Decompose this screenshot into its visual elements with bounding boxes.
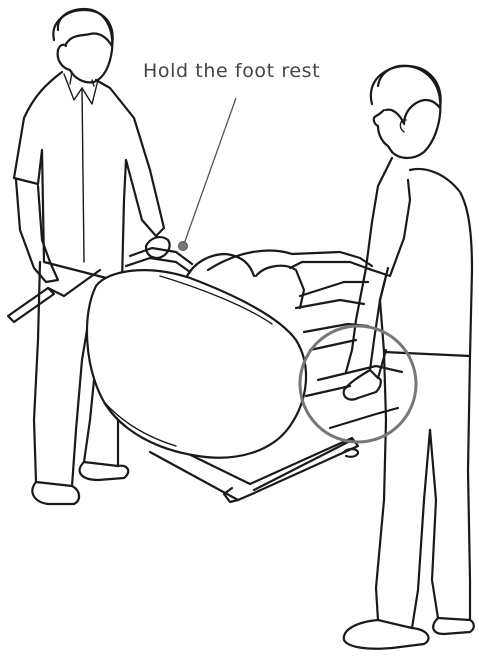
callout-leader-line [184,98,236,244]
highlight-circle [300,326,416,442]
massage-chair [87,251,402,502]
callout-leader-dot [179,242,188,251]
callout-label: Hold the foot rest [143,60,320,82]
